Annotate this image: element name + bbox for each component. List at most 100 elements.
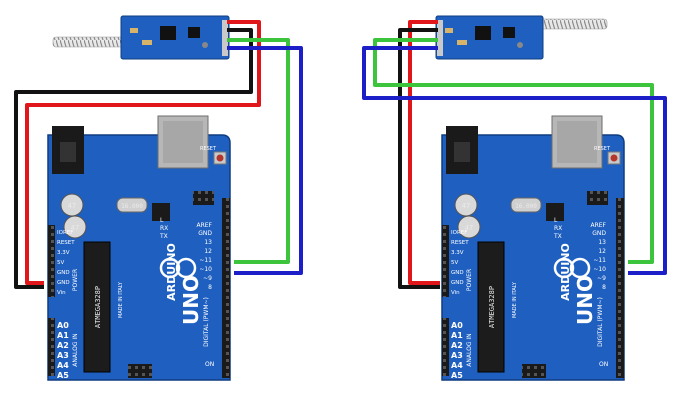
analog-pin-labels-left: A0 A1 A2 A3 A4 A5 [57, 321, 69, 380]
icsp2-header-left [128, 364, 152, 378]
setup-left: 47 47 16.000 ATMEGA328P ARDUINO UNO DIGI… [14, 15, 303, 381]
pin-label: 8 [602, 284, 606, 291]
pin-label: RESET [451, 240, 469, 246]
reset-label-left: RESET [200, 146, 217, 152]
analog-label-right: ANALOG IN [466, 333, 473, 366]
usb-chip-left [152, 203, 170, 221]
digital-pin-labels-right: 13 12 ~11 ~10 ~9 8 [593, 239, 606, 291]
pin-label: Vin [451, 290, 460, 296]
made-in-right: MADE IN ITALY [512, 281, 518, 318]
power-pin-labels-left: IOREF RESET 3.3V 5V GND GND Vin [57, 230, 75, 296]
pin-label: IOREF [57, 230, 73, 236]
l-label-left: L [160, 217, 164, 224]
wire-black-left [14, 28, 253, 289]
pin-label: A1 [451, 331, 463, 340]
pin-label: 12 [598, 248, 606, 255]
rx-label-right: RX [554, 225, 562, 232]
power-pin-labels-right: IOREF RESET 3.3V 5V GND GND Vin [451, 230, 469, 296]
wire-green-left [227, 38, 290, 264]
pin-label: ~9 [597, 275, 606, 282]
wire-red-right [408, 20, 440, 285]
analog-pin-labels-right: A0 A1 A2 A3 A4 A5 [451, 321, 463, 380]
made-in-left: MADE IN ITALY [118, 281, 124, 318]
pin-label: A3 [451, 351, 463, 360]
model-label-right: UNO [573, 275, 597, 325]
pin-label: RESET [57, 240, 75, 246]
usb-chip-right [546, 203, 564, 221]
ic-label-right: ATMEGA328P [488, 286, 496, 328]
pin-label: ~9 [203, 275, 212, 282]
pin-label: 8 [208, 284, 212, 291]
brand-label-left: ARDUINO [165, 243, 178, 301]
digital-header-right [616, 198, 624, 378]
digital-header-left [222, 198, 230, 378]
rf-module-left [120, 15, 230, 60]
gnd-label-left: GND [198, 230, 212, 237]
model-label-left: UNO [179, 275, 203, 325]
l-label-right: L [554, 217, 558, 224]
pin-label: GND [57, 280, 70, 286]
pin-label: 5V [57, 260, 64, 266]
ic-label-left: ATMEGA328P [94, 286, 102, 328]
wire-black-right [398, 28, 440, 289]
atmega-chip-right [477, 241, 505, 373]
crystal-label: 16.000 [121, 203, 143, 210]
pin-label: Vin [57, 290, 66, 296]
pin-label: ~10 [593, 266, 606, 273]
pin-label: ~10 [199, 266, 212, 273]
analog-label-left: ANALOG IN [72, 333, 79, 366]
pin-label: 3.3V [451, 250, 464, 256]
pin-label: A0 [57, 321, 69, 330]
pin-label: 13 [598, 239, 606, 246]
pin-label: GND [451, 280, 464, 286]
rx-label-left: RX [160, 225, 168, 232]
pin-label: GND [451, 270, 464, 276]
wire-red-left [25, 20, 261, 285]
aref-label-left: AREF [196, 222, 212, 229]
icsp-header-left [193, 191, 214, 205]
analog-header-right [442, 318, 449, 376]
cap1-label: 47 [462, 202, 470, 210]
crystal-right [510, 197, 542, 213]
wire-blue-left [227, 46, 303, 275]
pin-label: ~11 [593, 257, 606, 264]
crystal-left [116, 197, 148, 213]
pin-label: 3.3V [57, 250, 70, 256]
wires-left [14, 20, 303, 289]
cap2-label: 47 [465, 224, 473, 232]
power-label-left: POWER [72, 269, 79, 291]
pin-label: A1 [57, 331, 69, 340]
pin-label: A4 [451, 361, 463, 370]
pin-label: A3 [57, 351, 69, 360]
power-header-right [442, 225, 449, 297]
wire-green-right [373, 38, 654, 264]
antenna-coil-right [536, 18, 608, 30]
digital-pin-labels-left: 13 12 ~11 ~10 ~9 8 [199, 239, 212, 291]
digital-label-right: DIGITAL (PWM~) [597, 297, 604, 347]
brand-label-right: ARDUINO [559, 243, 572, 301]
crystal-label: 16.000 [515, 203, 537, 210]
rf-module-right [435, 15, 544, 60]
cap2-label: 47 [71, 224, 79, 232]
wires-right [362, 20, 667, 289]
power-header-left [48, 225, 55, 297]
pin-label: A2 [57, 341, 69, 350]
on-label-right: ON [599, 361, 608, 368]
pin-label: ~11 [199, 257, 212, 264]
power-label-right: POWER [466, 269, 473, 291]
arduino-board-left: 47 47 16.000 ATMEGA328P ARDUINO UNO DIGI… [47, 115, 231, 381]
antenna-coil-left [52, 36, 124, 48]
pin-label: A2 [451, 341, 463, 350]
digital-label-left: DIGITAL (PWM~) [203, 297, 210, 347]
atmega-chip-left [83, 241, 111, 373]
icsp2-header-right [522, 364, 546, 378]
on-label-left: ON [205, 361, 214, 368]
pin-label: A5 [451, 371, 463, 380]
analog-header-left [48, 318, 55, 376]
pin-label: 12 [204, 248, 212, 255]
caps-right: 47 47 [454, 193, 481, 239]
pin-label: A0 [451, 321, 463, 330]
wire-blue-right [362, 46, 667, 275]
